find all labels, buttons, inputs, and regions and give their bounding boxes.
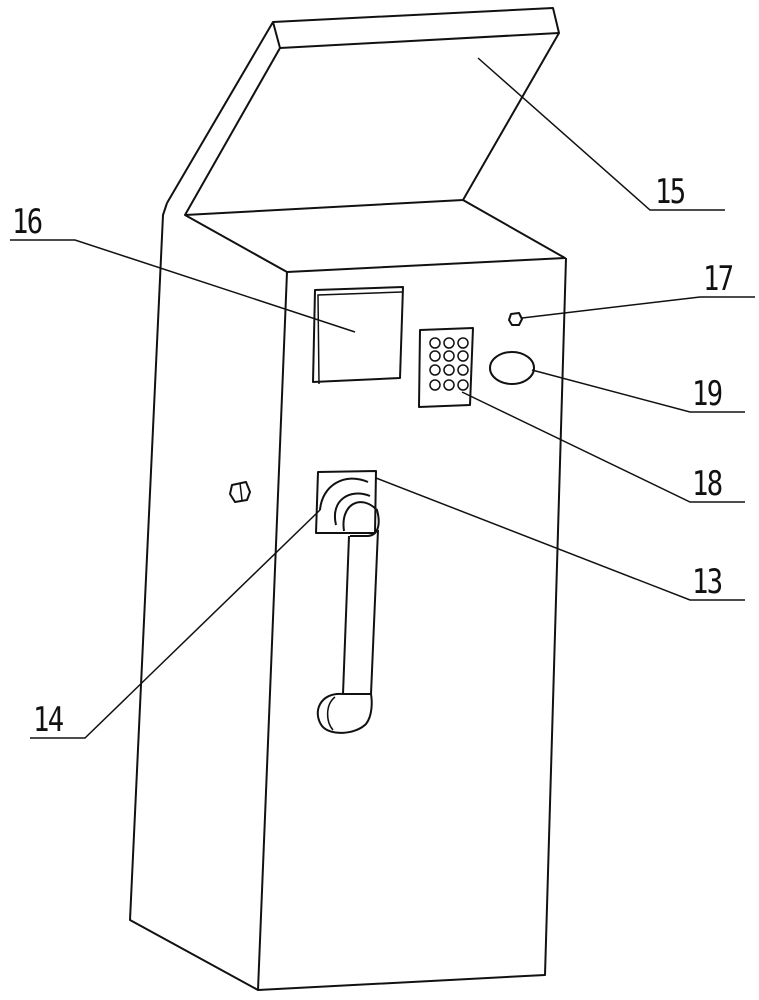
label-14: 14	[33, 703, 63, 737]
keypad-button	[430, 338, 440, 348]
keypad-button	[458, 365, 468, 375]
keypad-button	[430, 365, 440, 375]
keypad-button	[444, 351, 454, 361]
keypad-button	[458, 380, 468, 390]
label-16: 16	[12, 205, 42, 239]
label-15: 15	[655, 175, 685, 209]
label-17: 17	[703, 262, 733, 296]
lid	[167, 8, 559, 215]
leader-lines	[10, 58, 755, 738]
keypad-button	[430, 380, 440, 390]
screen	[313, 287, 403, 384]
handle	[316, 471, 379, 733]
keypad-button	[444, 365, 454, 375]
label-13: 13	[692, 565, 722, 599]
keypad-button	[430, 351, 440, 361]
keypad-button	[458, 338, 468, 348]
cabinet-body	[130, 200, 566, 990]
label-19: 19	[692, 377, 722, 411]
card-slot	[490, 352, 534, 384]
keypad-button	[458, 351, 468, 361]
label-18: 18	[692, 467, 722, 501]
indicator-light	[509, 313, 522, 325]
keypad	[419, 328, 473, 407]
side-knob	[230, 482, 250, 502]
keypad-button	[444, 380, 454, 390]
keypad-button	[444, 338, 454, 348]
